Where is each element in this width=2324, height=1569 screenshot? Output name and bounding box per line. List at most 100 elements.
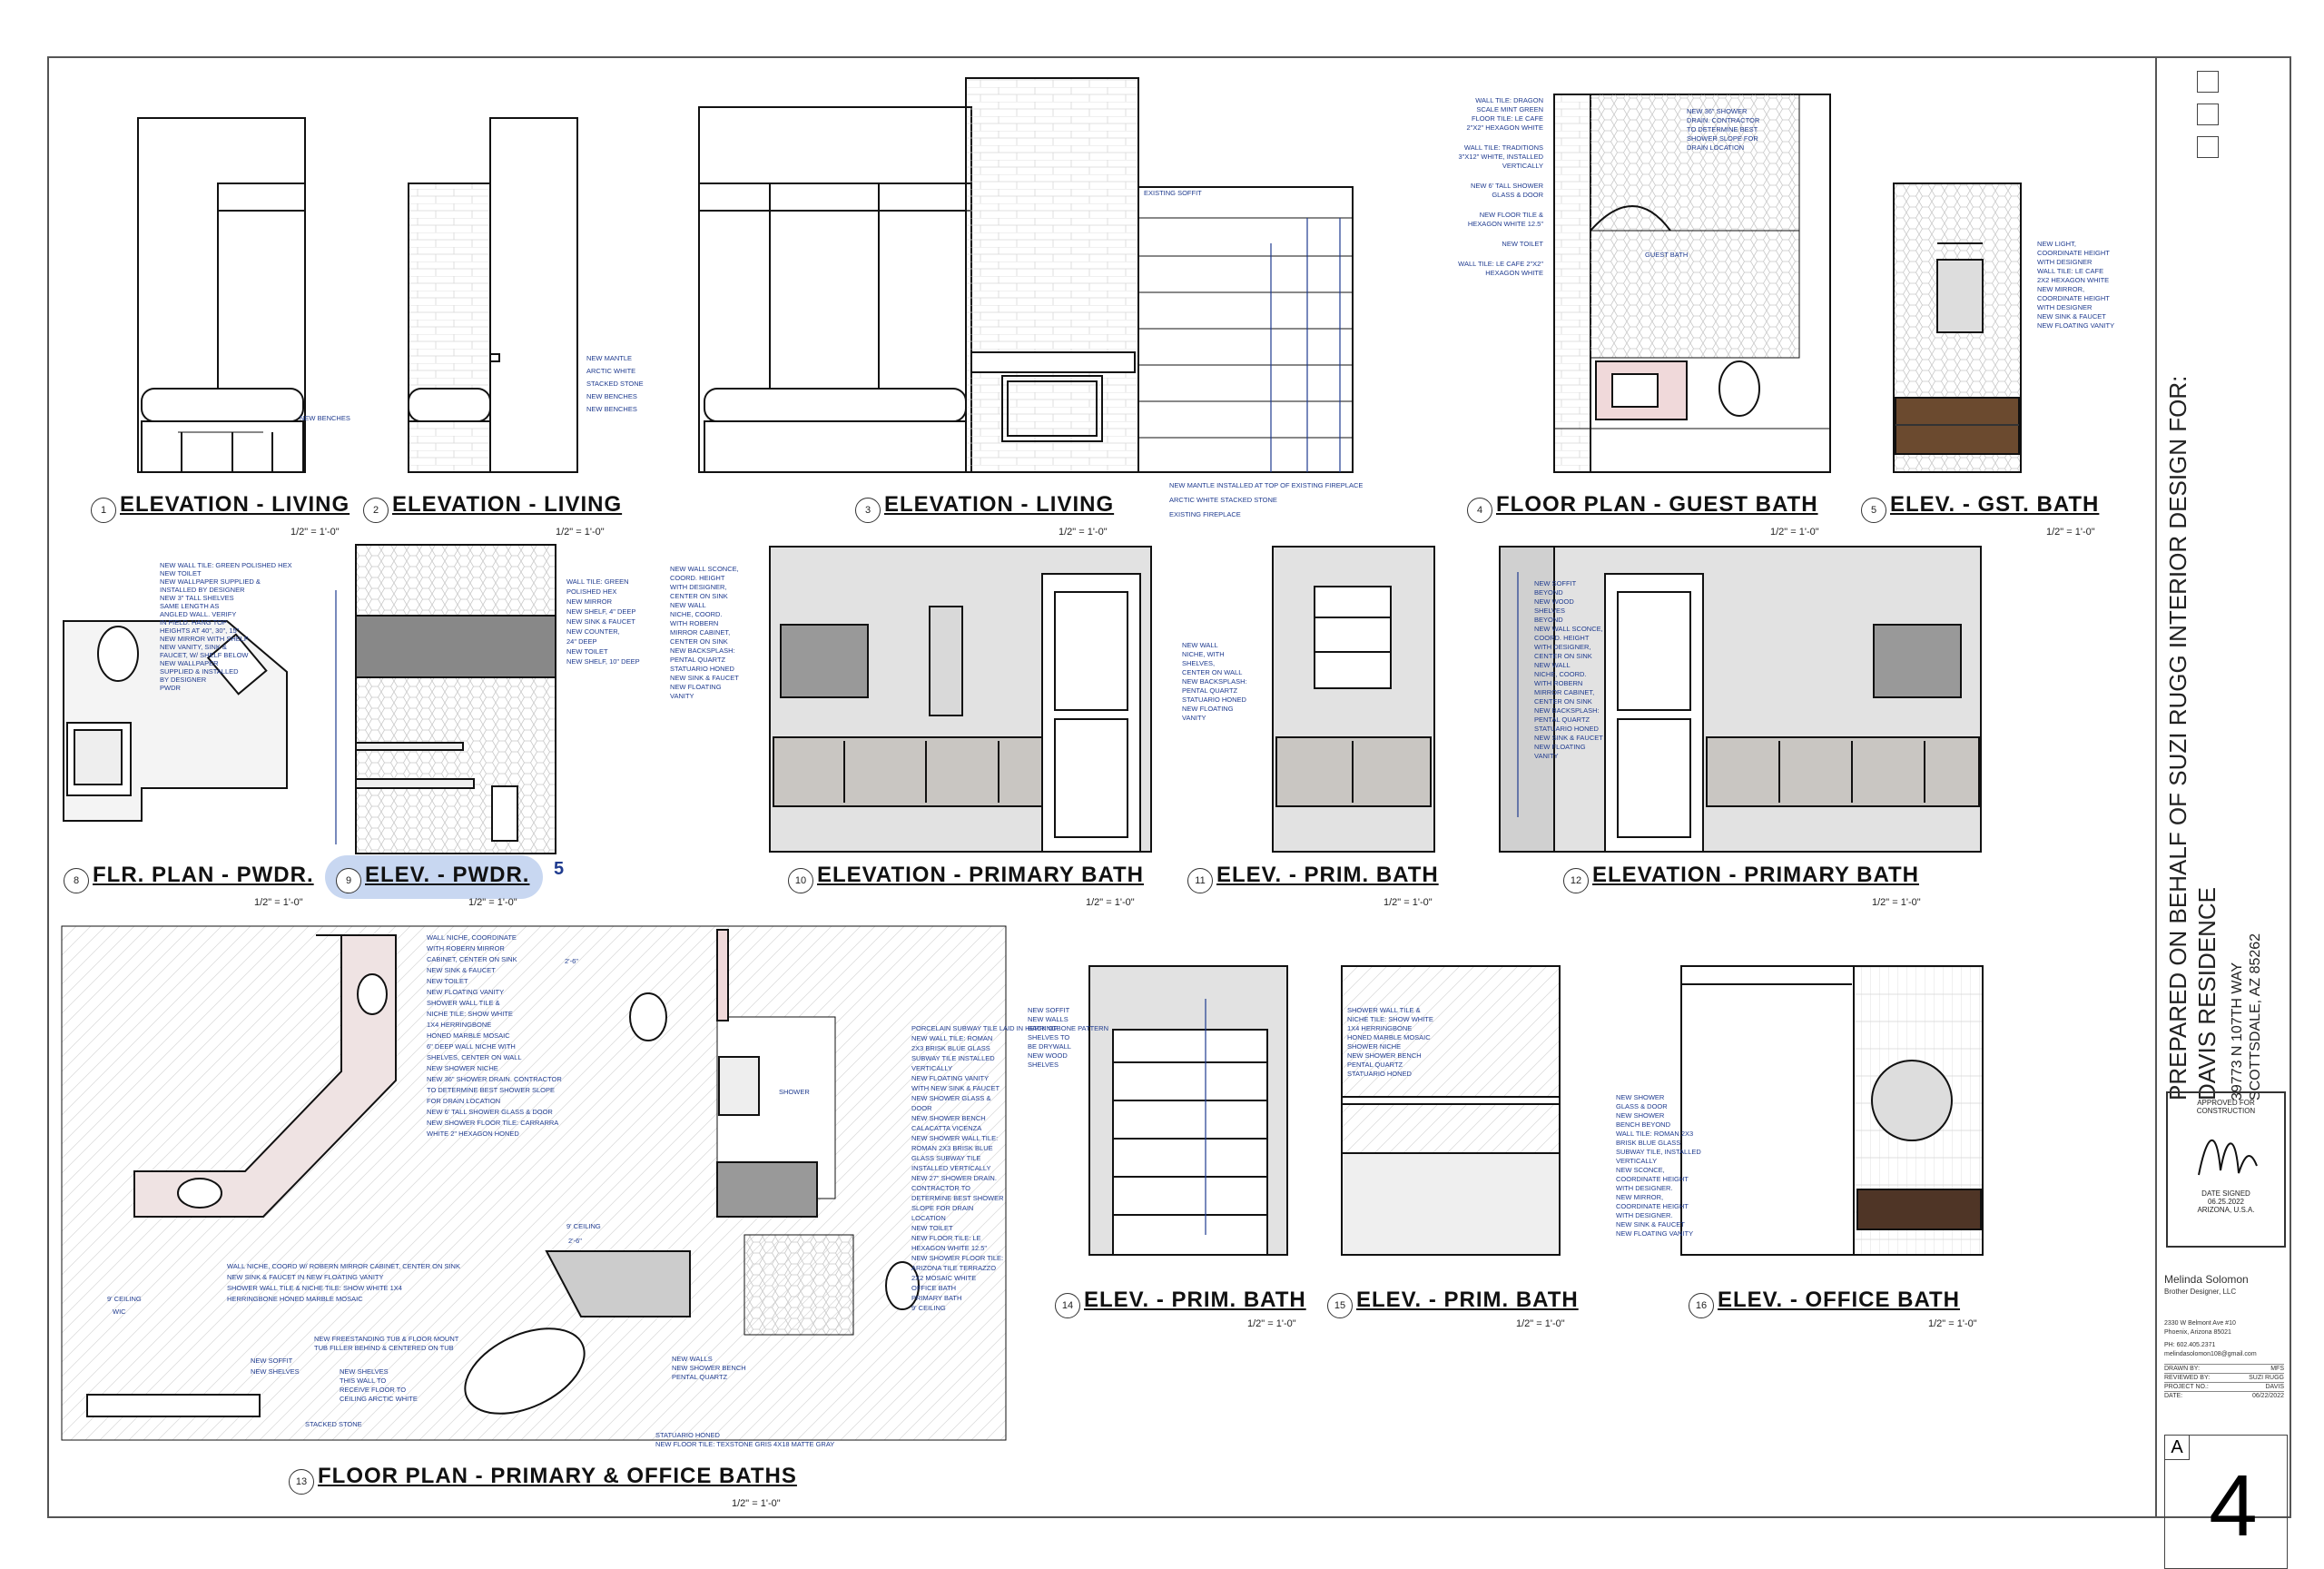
note-v15-0: SHOWER WALL TILE & bbox=[1347, 1006, 1421, 1014]
note-v13-27: NEW SHELVES bbox=[340, 1367, 389, 1376]
note-v8-12: NEW WALLPAPER bbox=[160, 659, 219, 667]
note-v13-62: 2X2 MOSAIC WHITE bbox=[911, 1274, 977, 1282]
view-scale-8: 1/2" = 1'-0" bbox=[254, 897, 303, 908]
view-scale-12: 1/2" = 1'-0" bbox=[1872, 897, 1921, 908]
note-v4-6: VERTICALLY bbox=[1502, 162, 1543, 170]
view-14-elev-prim-bath bbox=[1088, 965, 1288, 1256]
note-v13-16: NEW 6' TALL SHOWER GLASS & DOOR bbox=[427, 1108, 553, 1116]
note-v8-8: HEIGHTS AT 40", 30", 15" bbox=[160, 627, 240, 635]
row-label: DATE: bbox=[2164, 1393, 2183, 1399]
note-v12-18: NEW FLOATING bbox=[1534, 743, 1586, 751]
note-v13-51: INSTALLED VERTICALLY bbox=[911, 1164, 991, 1172]
note-v13-8: 1X4 HERRINGBONE bbox=[427, 1021, 492, 1029]
note-v15-3: HONED MARBLE MOSAIC bbox=[1347, 1033, 1431, 1041]
view-8-flr-plan-pwdr bbox=[63, 620, 288, 822]
note-v4-4: WALL TILE: TRADITIONS bbox=[1463, 143, 1543, 152]
note-v9-1: POLISHED HEX bbox=[566, 587, 617, 596]
note-v10-9: NEW BACKSPLASH: bbox=[670, 646, 735, 655]
note-v15-6: PENTAL QUARTZ bbox=[1347, 1061, 1403, 1069]
stamp-line-2: CONSTRUCTION bbox=[2196, 1107, 2256, 1115]
view-3-elevation-living bbox=[698, 77, 1354, 473]
note-v4-3: 2"X2" HEXAGON WHITE bbox=[1466, 123, 1543, 132]
note-v16-15: NEW FLOATING VANITY bbox=[1616, 1229, 1694, 1238]
note-v13-39: 2X3 BRISK BLUE GLASS bbox=[911, 1044, 990, 1052]
note-v4-15: DRAIN. CONTRACTOR bbox=[1687, 116, 1760, 124]
note-v13-12: NEW SHOWER NICHE bbox=[427, 1064, 498, 1072]
note-v13-59: HEXAGON WHITE 12.5" bbox=[911, 1244, 988, 1252]
note-v12-5: NEW WALL SCONCE, bbox=[1534, 625, 1603, 633]
note-v8-4: NEW 3" TALL SHELVES bbox=[160, 594, 234, 602]
row-label: DRAWN BY: bbox=[2164, 1366, 2201, 1372]
view-title-text: ELEV. - PRIM. BATH bbox=[1216, 863, 1439, 887]
note-v13-24: TUB FILLER BEHIND & CENTERED ON TUB bbox=[314, 1344, 454, 1352]
note-v9-5: NEW COUNTER, bbox=[566, 627, 620, 636]
note-v5-6: COORDINATE HEIGHT bbox=[2037, 294, 2110, 302]
note-v4-17: SHOWER SLOPE FOR bbox=[1687, 134, 1758, 143]
view-number-bubble: 2 bbox=[363, 498, 389, 523]
stamp-line-5: ARIZONA, U.S.A. bbox=[2197, 1206, 2255, 1214]
stamp-line-1: APPROVED FOR bbox=[2197, 1099, 2255, 1107]
note-v11-1: NICHE, WITH bbox=[1182, 650, 1225, 658]
rev-box-1 bbox=[2197, 71, 2219, 93]
note-v13-14: TO DETERMINE BEST SHOWER SLOPE bbox=[427, 1086, 555, 1094]
view-2-elevation-living bbox=[408, 117, 578, 473]
note-v13-48: NEW SHOWER WALL TILE: bbox=[911, 1134, 999, 1142]
note-v16-9: COORDINATE HEIGHT bbox=[1616, 1175, 1689, 1183]
note-v10-13: NEW FLOATING bbox=[670, 683, 722, 691]
note-v13-45: DOOR bbox=[911, 1104, 932, 1112]
note-v13-35: STATUARIO HONED bbox=[655, 1431, 720, 1439]
note-v13-67: 9' CEILING bbox=[107, 1295, 142, 1303]
note-v13-23: NEW FREESTANDING TUB & FLOOR MOUNT bbox=[314, 1335, 459, 1343]
note-v13-3: NEW SINK & FAUCET bbox=[427, 966, 496, 974]
view-title-text: ELEVATION - PRIMARY BATH bbox=[1592, 863, 1919, 887]
note-v10-8: CENTER ON SINK bbox=[670, 637, 728, 646]
note-v13-42: NEW FLOATING VANITY bbox=[911, 1074, 990, 1082]
note-v10-6: WITH ROBERN bbox=[670, 619, 719, 627]
note-v8-3: INSTALLED BY DESIGNER bbox=[160, 586, 245, 594]
note-v13-10: 6" DEEP WALL NICHE WITH bbox=[427, 1042, 516, 1051]
note-v13-28: THIS WALL TO bbox=[340, 1377, 387, 1385]
view-title-text: FLR. PLAN - PWDR. bbox=[93, 863, 314, 887]
view-scale-13: 1/2" = 1'-0" bbox=[732, 1498, 781, 1509]
stamp-line-4: 06.25.2022 bbox=[2207, 1198, 2245, 1206]
note-v10-2: WITH DESIGNER, bbox=[670, 583, 727, 591]
note-v13-31: STACKED STONE bbox=[305, 1420, 362, 1428]
row-value: 06/22/2022 bbox=[2251, 1393, 2284, 1399]
note-v13-58: NEW FLOOR TILE: LE bbox=[911, 1234, 981, 1242]
stamp-line-3: DATE SIGNED bbox=[2201, 1189, 2250, 1198]
note-v10-10: PENTAL QUARTZ bbox=[670, 656, 726, 664]
view-number-bubble: 10 bbox=[788, 868, 813, 893]
note-v8-11: FAUCET, W/ SHELF BELOW bbox=[160, 651, 249, 659]
view-number-bubble: 5 bbox=[1861, 498, 1886, 523]
note-v13-53: CONTRACTOR TO bbox=[911, 1184, 971, 1192]
note-v13-56: LOCATION bbox=[911, 1214, 946, 1222]
view-scale-14: 1/2" = 1'-0" bbox=[1247, 1318, 1296, 1329]
title-block: PREPARED ON BEHALF OF SUZI RUGG INTERIOR… bbox=[2155, 56, 2293, 1569]
note-v16-6: SUBWAY TILE, INSTALLED bbox=[1616, 1148, 1701, 1156]
note-v10-12: NEW SINK & FAUCET bbox=[670, 674, 739, 682]
note-v12-16: STATUARIO HONED bbox=[1534, 725, 1599, 733]
note-v2-4: NEW BENCHES bbox=[586, 405, 637, 413]
note-v11-4: NEW BACKSPLASH: bbox=[1182, 677, 1247, 686]
note-v13-25: NEW SOFFIT bbox=[251, 1357, 293, 1365]
view-scale-3: 1/2" = 1'-0" bbox=[1059, 527, 1108, 538]
note-v13-49: ROMAN 2X3 BRISK BLUE bbox=[911, 1144, 993, 1152]
note-v10-4: NEW WALL bbox=[670, 601, 706, 609]
note-v4-12: WALL TILE: LE CAFE 2"X2" bbox=[1458, 260, 1543, 268]
view-number-bubble: 1 bbox=[91, 498, 116, 523]
address-line-1: 39773 N 107TH WAY bbox=[2230, 962, 2245, 1100]
view-15-elev-prim-bath bbox=[1341, 965, 1561, 1256]
note-v13-11: SHELVES, CENTER ON WALL bbox=[427, 1053, 522, 1061]
note-v11-7: NEW FLOATING bbox=[1182, 705, 1234, 713]
sheet-number: 4 bbox=[2209, 1457, 2258, 1554]
sheet-prefix: A bbox=[2165, 1436, 2190, 1460]
view-scale-15: 1/2" = 1'-0" bbox=[1516, 1318, 1565, 1329]
note-v16-4: WALL TILE: ROMAN 2X3 bbox=[1616, 1130, 1694, 1138]
note-v11-2: SHELVES, bbox=[1182, 659, 1216, 667]
note-v16-3: BENCH BEYOND bbox=[1616, 1120, 1671, 1129]
note-v13-70: 2'-6" bbox=[568, 1237, 582, 1245]
note-v13-50: GLASS SUBWAY TILE bbox=[911, 1154, 981, 1162]
note-v4-5: 3"X12" WHITE, INSTALLED bbox=[1458, 153, 1543, 161]
note-v2-1: ARCTIC WHITE bbox=[586, 367, 636, 375]
